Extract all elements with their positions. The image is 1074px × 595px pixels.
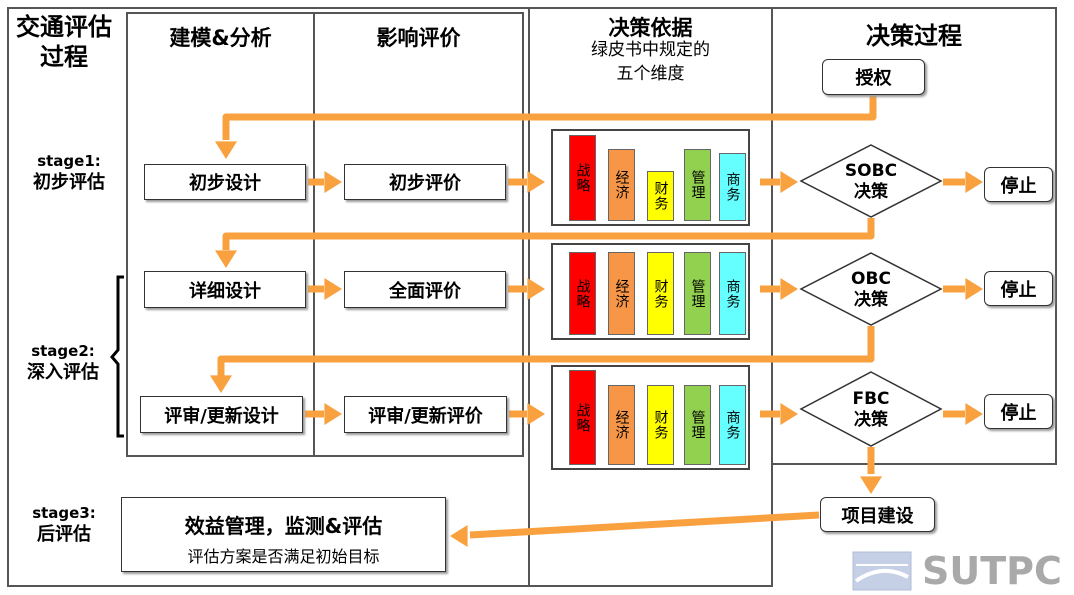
project-build-box: 项目建设 — [820, 497, 935, 532]
dimension-bar-3-4: 管理 — [684, 385, 711, 465]
dimension-bar-1-4: 管理 — [684, 149, 711, 221]
column-divider — [313, 12, 315, 457]
fbc-line1: FBC — [852, 389, 890, 409]
eval-box-3: 评审/更新评价 — [344, 396, 507, 433]
obc-line1: OBC — [851, 269, 891, 289]
design-box-2: 详细设计 — [144, 271, 306, 308]
dimension-bar-1-1: 战略 — [569, 135, 596, 221]
sutpc-logo: SUTPC — [852, 551, 1068, 591]
stage1-zh: 初步评估 — [33, 172, 105, 193]
dimension-bar-1-3: 财务 — [647, 171, 674, 221]
logo-mark-icon — [852, 551, 912, 591]
stage1-label: stage1: 初步评估 — [14, 150, 124, 194]
dimension-bar-2-3: 财务 — [647, 252, 674, 335]
eval-box-2: 全面评价 — [344, 271, 506, 308]
stage2-en: stage2: — [31, 342, 95, 360]
dimension-bar-3-3: 财务 — [647, 385, 674, 465]
dimension-bar-3-2: 经济 — [608, 385, 635, 465]
impact-header: 影响评价 — [376, 26, 461, 50]
eval-box-1: 初步评价 — [344, 164, 506, 200]
stage3-en: stage3: — [32, 504, 96, 522]
stage3-label: stage3: 后评估 — [14, 502, 114, 546]
page-title-text: 交通评估过程 — [16, 13, 112, 71]
sobc-line1: SOBC — [844, 161, 898, 181]
sobc-decision-label: SOBC 决策 — [821, 161, 921, 203]
dimension-bar-2-1: 战略 — [569, 252, 596, 335]
fbc-line2: 决策 — [854, 410, 888, 430]
arrow-head-fbc-to-project — [860, 476, 882, 494]
dimension-bar-2-4: 管理 — [684, 252, 711, 335]
post-evaluation-title: 效益管理，监测&评估 — [184, 514, 383, 538]
basis-subtitle-1: 绿皮书中规定的 — [591, 40, 710, 60]
obc-line2: 决策 — [854, 290, 888, 310]
authorize-box: 授权 — [822, 59, 925, 95]
design-box-1: 初步设计 — [144, 164, 306, 200]
stop-box-3: 停止 — [984, 394, 1053, 429]
stage3-zh: 后评估 — [37, 524, 91, 545]
dimension-bar-1-5: 商务 — [719, 153, 746, 221]
modeling-impact-frame — [126, 12, 524, 457]
dimension-bar-3-1: 战略 — [569, 370, 596, 465]
stage1-en: stage1: — [37, 152, 101, 170]
dimension-bar-2-5: 商务 — [719, 252, 746, 335]
stop-box-1: 停止 — [984, 167, 1053, 202]
dimension-bar-3-5: 商务 — [719, 385, 746, 465]
design-box-3: 评审/更新设计 — [140, 396, 303, 433]
modeling-header: 建模&分析 — [169, 26, 272, 50]
dimension-bar-2-2: 经济 — [608, 252, 635, 335]
stage2-label: stage2: 深入评估 — [8, 340, 118, 384]
stop-box-2: 停止 — [984, 271, 1053, 306]
basis-header: 决策依据 — [608, 16, 693, 40]
basis-subtitle-2: 五个维度 — [616, 64, 685, 84]
fbc-decision-label: FBC 决策 — [821, 389, 921, 431]
process-header: 决策过程 — [866, 22, 962, 50]
post-evaluation-box: 效益管理，监测&评估 评估方案是否满足初始目标 — [121, 497, 446, 572]
post-evaluation-subtitle: 评估方案是否满足初始目标 — [187, 547, 380, 566]
logo-text: SUTPC — [922, 549, 1062, 593]
obc-decision-label: OBC 决策 — [821, 269, 921, 311]
page-title: 交通评估过程 — [14, 12, 114, 72]
stage2-zh: 深入评估 — [27, 362, 99, 383]
dimension-bar-1-2: 经济 — [608, 149, 635, 221]
sobc-line2: 决策 — [854, 182, 888, 202]
